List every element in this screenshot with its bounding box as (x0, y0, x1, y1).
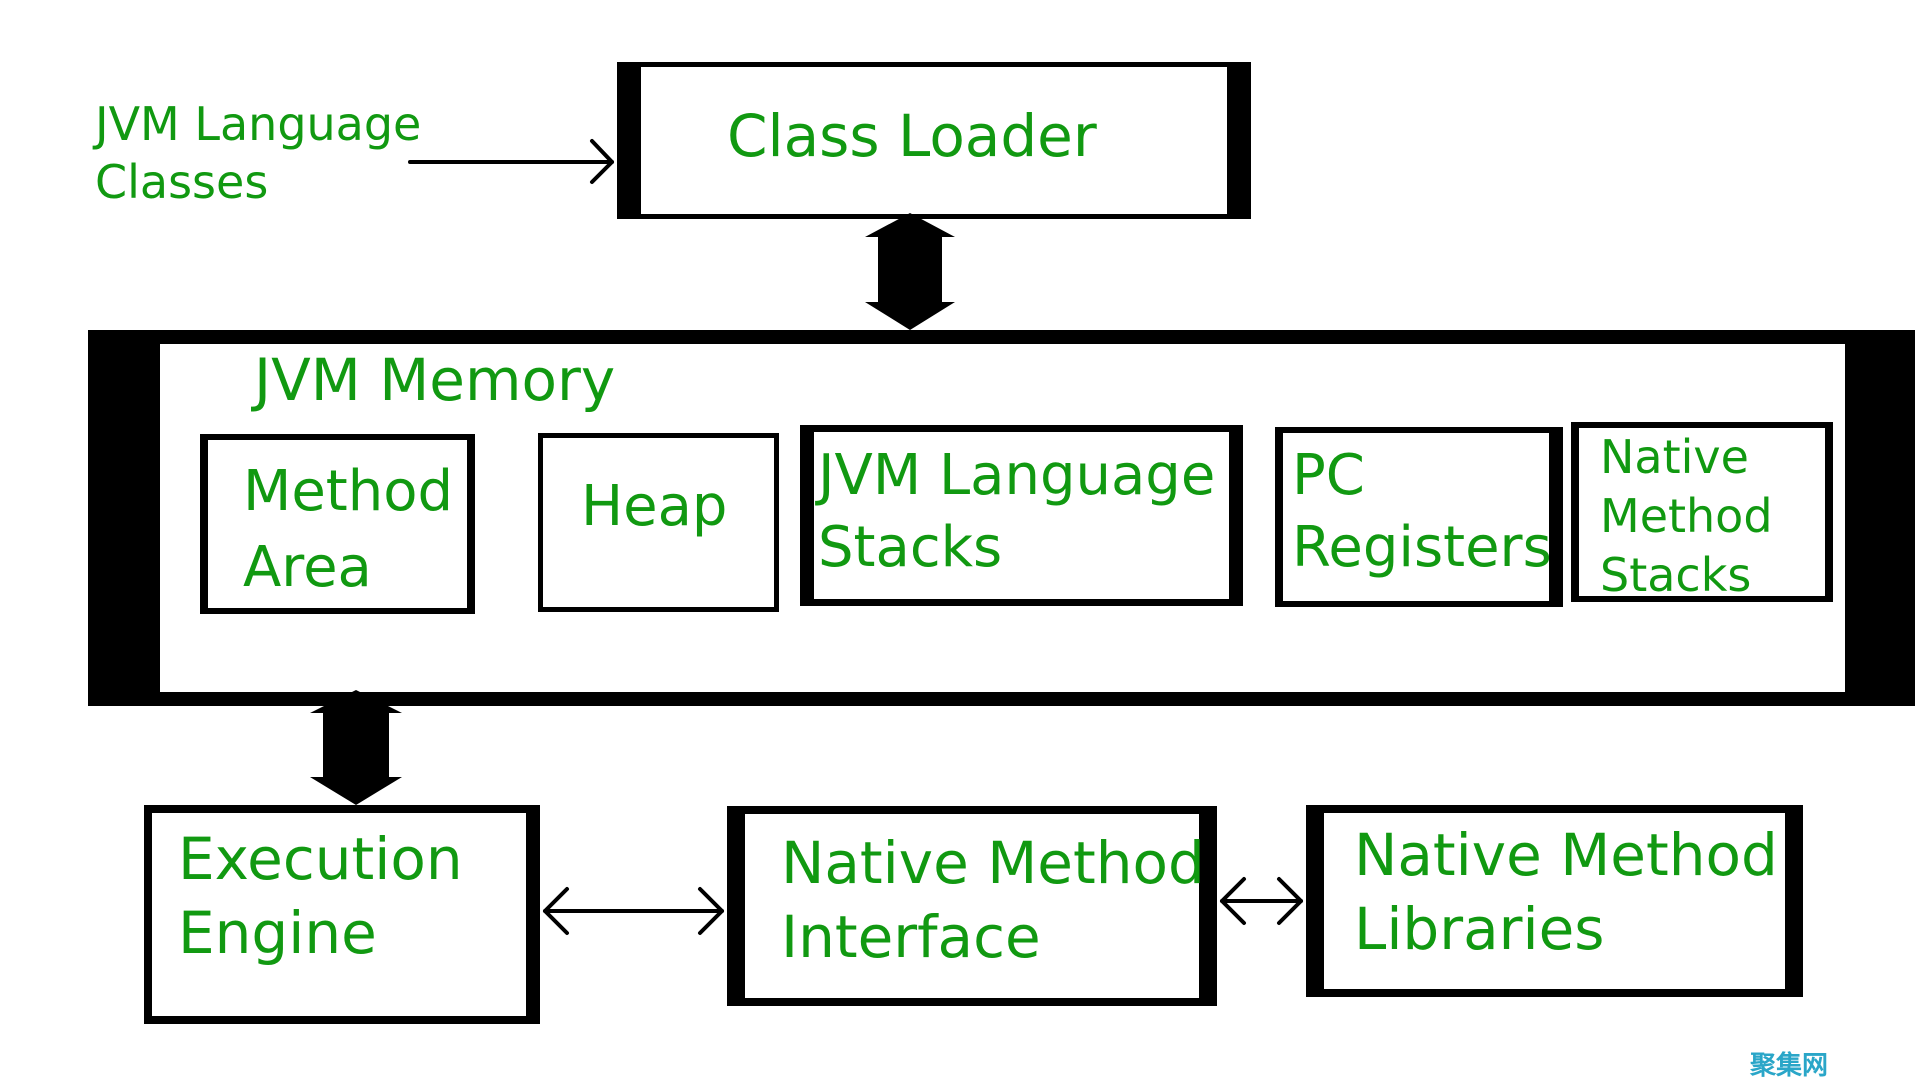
native-method-stacks-line-1: Native (1600, 430, 1749, 484)
execution-engine-label: Execution Engine (178, 822, 463, 970)
pc-registers-line-2: Registers (1292, 515, 1552, 580)
execution-engine-line-1: Execution (178, 825, 463, 893)
memory-execution-double-arrow (310, 690, 402, 805)
heap-label: Heap (581, 474, 728, 539)
input-to-class-loader-arrow (408, 139, 614, 184)
native-method-interface-box (727, 806, 1217, 1006)
input-classes-line-1: JVM Language (95, 97, 422, 151)
jvm-memory-title: JVM Memory (254, 346, 616, 414)
method-area-line-2: Area (243, 535, 372, 600)
jvm-language-stacks-label: JVM Language Stacks (818, 440, 1215, 584)
method-area-box (200, 434, 475, 614)
execution-engine-box (144, 805, 540, 1024)
interface-libraries-double-arrow (1220, 877, 1303, 925)
method-area-line-1: Method (243, 459, 454, 524)
pc-registers-box (1275, 427, 1563, 607)
execution-interface-double-arrow (543, 887, 724, 935)
pc-registers-label: PC Registers (1292, 440, 1552, 584)
method-area-label: Method Area (243, 454, 453, 606)
jvm-language-stacks-line-2: Stacks (818, 515, 1003, 580)
class-loader-label: Class Loader (727, 102, 1097, 170)
class-loader-memory-double-arrow (865, 213, 955, 330)
native-method-interface-label: Native Method Interface (781, 826, 1205, 974)
jvm-language-stacks-box (800, 425, 1243, 606)
native-method-interface-line-2: Interface (781, 903, 1041, 971)
native-method-libraries-line-2: Libraries (1354, 895, 1605, 963)
native-method-stacks-box (1571, 422, 1833, 602)
native-method-libraries-line-1: Native Method (1354, 821, 1778, 889)
pc-registers-line-1: PC (1292, 443, 1365, 508)
native-method-stacks-label: Native Method Stacks (1600, 428, 1773, 605)
native-method-libraries-box (1306, 805, 1803, 997)
watermark-logo: 聚集网 (1750, 1051, 1829, 1081)
execution-engine-line-2: Engine (178, 899, 377, 967)
input-classes-line-2: Classes (95, 155, 269, 209)
heap-box (538, 433, 779, 612)
native-method-stacks-line-3: Stacks (1600, 548, 1752, 602)
native-method-libraries-label: Native Method Libraries (1354, 818, 1778, 966)
native-method-interface-line-1: Native Method (781, 829, 1205, 897)
input-classes-label: JVM Language Classes (95, 95, 421, 211)
native-method-stacks-line-2: Method (1600, 489, 1773, 543)
jvm-language-stacks-line-1: JVM Language (818, 443, 1216, 508)
class-loader-box (617, 62, 1251, 219)
